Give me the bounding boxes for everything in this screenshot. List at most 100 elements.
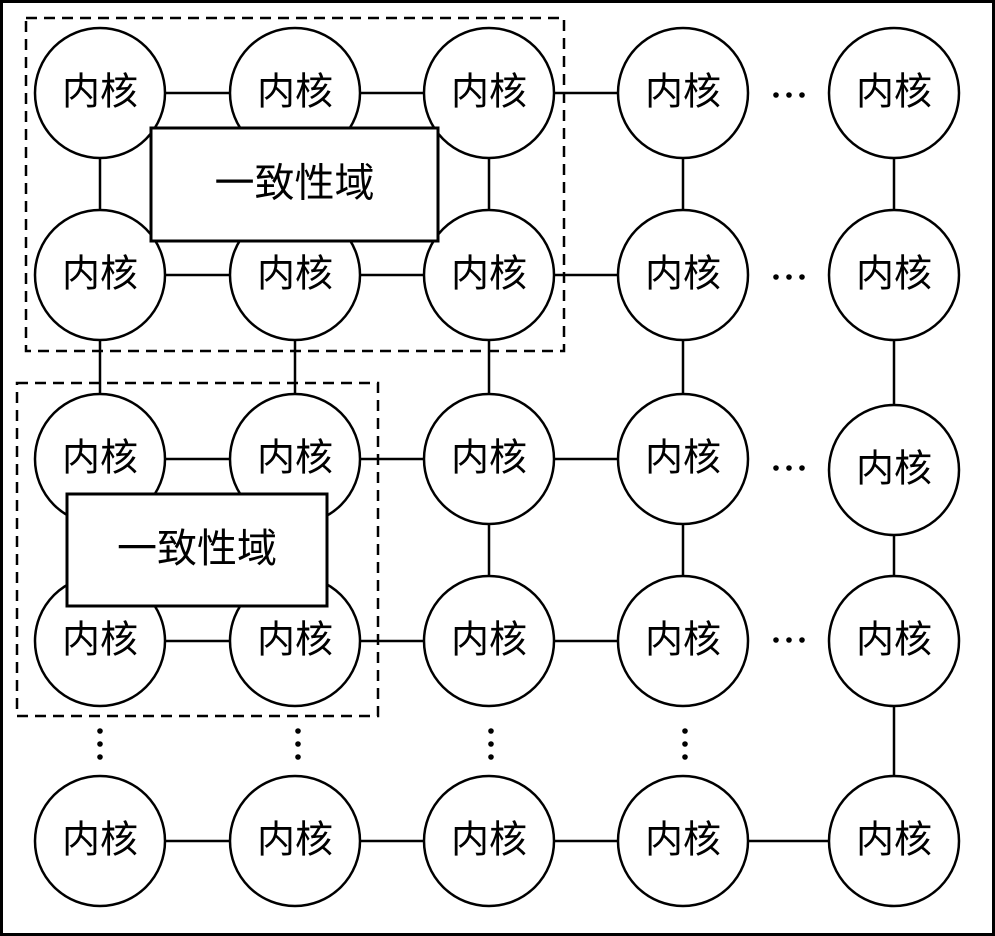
core-node-r4-c4: 内核 [616,574,750,708]
core-node-circle [422,392,556,526]
core-node-r5-c1: 内核 [33,774,167,908]
ellipsis-dot [799,92,805,98]
ellipsis-horizontal-4 [773,637,805,643]
core-node-label: 内核 [856,818,932,862]
core-node-r4-c5: 内核 [827,574,961,708]
coherence-domain-2-rect [65,492,329,608]
core-node-circle [616,392,750,526]
coherence-domain-1-box: 一致性域 [149,126,440,243]
core-node-circle [616,208,750,342]
ellipsis-vertical-1 [97,728,103,760]
core-node-label: 内核 [62,818,138,862]
core-node-circle [616,574,750,708]
core-node-r4-c3: 内核 [422,574,556,708]
core-node-circle [422,574,556,708]
ellipsis-dot [799,465,805,471]
core-node-label: 内核 [451,436,527,480]
core-node-label: 内核 [856,70,932,114]
ellipsis-dot [786,637,792,643]
core-node-r5-c4: 内核 [616,774,750,908]
core-node-label: 内核 [62,70,138,114]
core-node-label: 内核 [856,618,932,662]
ellipsis-dot [682,741,688,747]
ellipsis-dot [799,274,805,280]
core-node-circle [827,774,961,908]
coherence-domain-2-border [15,381,380,718]
ellipsis-dot [488,754,494,760]
core-node-r3-c5: 内核 [827,403,961,537]
ellipsis-horizontal-1 [773,92,805,98]
core-node-circle [827,208,961,342]
ellipsis-vertical-2 [295,728,301,760]
ellipsis-dot [97,728,103,734]
core-node-label: 内核 [645,252,721,296]
core-node-circle [616,774,750,908]
core-node-label: 内核 [257,436,333,480]
core-node-circle [33,208,167,342]
core-node-label: 内核 [257,70,333,114]
core-node-circle [827,574,961,708]
ellipsis-dot [488,728,494,734]
core-node-label: 内核 [856,447,932,491]
ellipsis-dot [773,92,779,98]
core-node-label: 内核 [451,618,527,662]
core-node-r3-c2: 内核 [228,392,362,526]
ellipsis-dot [786,92,792,98]
coherence-domain-1-border [24,16,566,353]
ellipsis-dot [682,728,688,734]
core-node-label: 内核 [257,818,333,862]
coherence-domain-1-rect [149,126,440,243]
core-node-circle [228,774,362,908]
core-node-label: 内核 [62,252,138,296]
core-node-r3-c4: 内核 [616,392,750,526]
core-node-circle [422,26,556,160]
core-node-label: 内核 [645,618,721,662]
coherence-domain-2-box: 一致性域 [65,492,329,608]
core-node-circle [422,774,556,908]
core-node-r4-c1: 内核 [33,574,167,708]
core-node-r2-c1: 内核 [33,208,167,342]
core-node-label: 内核 [451,818,527,862]
core-node-label: 内核 [62,618,138,662]
coherence-domain-2-label: 一致性域 [117,526,277,572]
core-node-label: 内核 [451,252,527,296]
coherence-domain-1-label: 一致性域 [215,161,375,207]
core-node-r2-c5: 内核 [827,208,961,342]
ellipsis-dot [799,637,805,643]
ellipsis-dot [295,728,301,734]
core-node-label: 内核 [645,818,721,862]
ellipsis-dot [682,754,688,760]
ellipsis-vertical-4 [682,728,688,760]
core-node-r1-c5: 内核 [827,26,961,160]
ellipsis-dot [97,741,103,747]
ellipsis-horizontal-3 [773,465,805,471]
ellipsis-dot [488,741,494,747]
core-node-r2-c4: 内核 [616,208,750,342]
core-node-label: 内核 [645,70,721,114]
ellipsis-vertical-3 [488,728,494,760]
ellipsis-dot [295,754,301,760]
core-node-circle [422,208,556,342]
core-node-r1-c4: 内核 [616,26,750,160]
core-node-circle [33,774,167,908]
core-node-r1-c2: 内核 [228,26,362,160]
ellipsis-dot [773,465,779,471]
core-node-circle [616,26,750,160]
core-node-r5-c3: 内核 [422,774,556,908]
core-node-r1-c1: 内核 [33,26,167,160]
core-node-label: 内核 [645,436,721,480]
ellipsis-dot [295,741,301,747]
ellipsis-dot [786,465,792,471]
core-node-label: 内核 [856,252,932,296]
ellipsis-horizontal-2 [773,274,805,280]
core-node-r2-c3: 内核 [422,208,556,342]
coherence-domain-borders [15,16,566,718]
core-node-label: 内核 [62,436,138,480]
core-node-circle [827,26,961,160]
core-node-circle [827,403,961,537]
core-node-label: 内核 [257,252,333,296]
core-node-r5-c2: 内核 [228,774,362,908]
